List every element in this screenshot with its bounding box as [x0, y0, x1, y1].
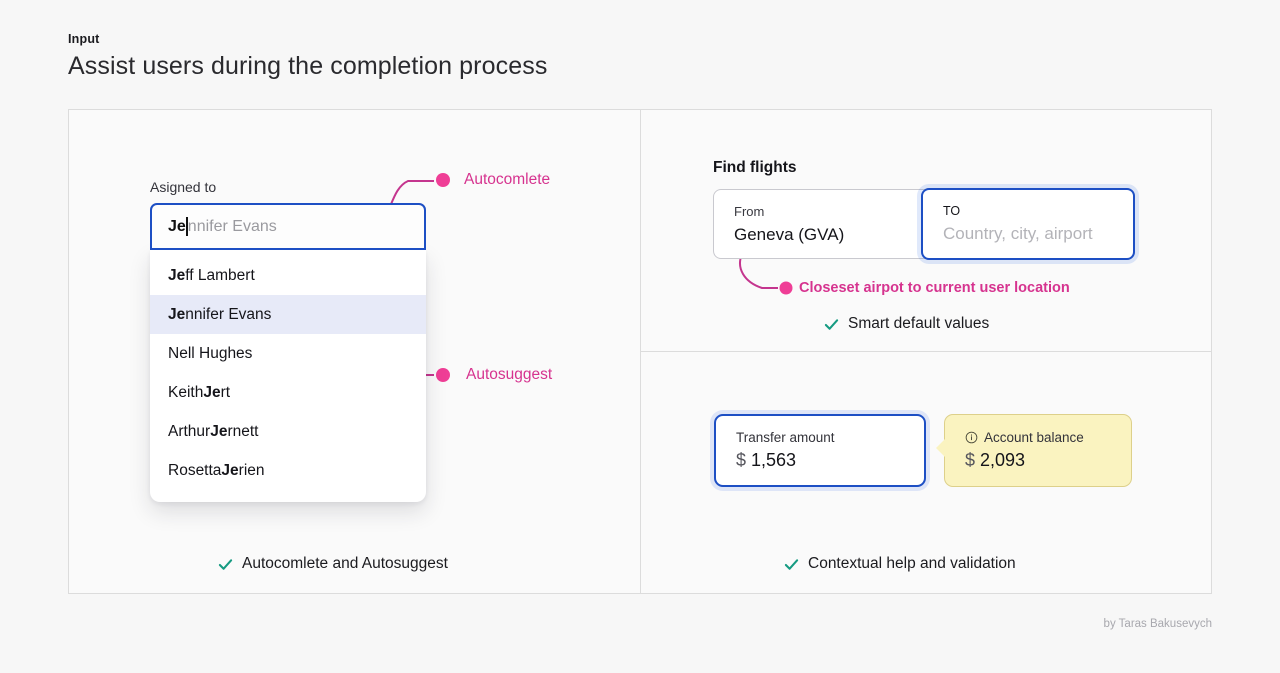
to-label: TO: [943, 204, 961, 218]
check-icon: [824, 317, 839, 332]
smart-defaults-label: Smart default values: [848, 315, 990, 332]
check-icon: [218, 557, 233, 572]
option-rest: Nell Hughes: [168, 344, 253, 362]
page-title: Assist users during the completion proce…: [68, 52, 548, 80]
find-flights-title: Find flights: [713, 159, 797, 176]
right-panel-caption: Contextual help and validation: [784, 555, 1016, 573]
left-caption-label: Autocomlete and Autosuggest: [242, 555, 448, 572]
info-icon: [965, 431, 978, 444]
input-typed-text: Je: [168, 217, 186, 235]
balance-number: 2,093: [980, 450, 1026, 470]
eyebrow-label: Input: [68, 32, 100, 46]
option-suffix: rnett: [227, 422, 259, 440]
from-label: From: [734, 203, 765, 219]
left-panel-caption: Autocomlete and Autosuggest: [218, 555, 448, 573]
account-balance-tooltip: Account balance $2,093: [935, 414, 1132, 487]
transfer-amount-label: Transfer amount: [736, 430, 835, 445]
text-caret: [186, 217, 188, 236]
option-suffix: rt: [220, 383, 231, 401]
annotation-autocomplete: Autocomlete: [464, 171, 551, 188]
annotation-autosuggest: Autosuggest: [466, 366, 553, 383]
currency-symbol: $: [965, 450, 976, 470]
smart-defaults-note: Smart default values: [824, 315, 989, 333]
assigned-to-label: Asigned to: [150, 179, 217, 195]
annotation-closest-airport: Closeset airpot to current user location: [799, 280, 1070, 296]
from-value: Geneva (GVA): [734, 224, 845, 244]
option-match: Je: [203, 383, 221, 401]
account-balance-label-row: Account balance: [965, 430, 1131, 445]
option-prefix: Keith: [168, 383, 204, 401]
amount-number: 1,563: [751, 450, 797, 470]
to-field[interactable]: TO Country, city, airport: [921, 188, 1135, 260]
author-credit: by Taras Bakusevych: [1103, 618, 1212, 630]
page-header: Input Assist users during the completion…: [68, 32, 547, 81]
to-placeholder: Country, city, airport: [943, 224, 1093, 243]
option-rest: nnifer Evans: [185, 305, 272, 323]
option-match: Je: [168, 305, 186, 323]
check-icon: [784, 557, 799, 572]
right-caption-label: Contextual help and validation: [808, 555, 1016, 572]
option-prefix: Arthur: [168, 422, 211, 440]
panel-horizontal-divider: [640, 351, 1212, 352]
account-balance-label: Account balance: [984, 430, 1084, 445]
option-rest: ff Lambert: [185, 266, 255, 284]
currency-symbol: $: [736, 450, 747, 470]
list-item[interactable]: Nell Hughes: [150, 334, 426, 373]
input-ghost-text: nnifer Evans: [187, 217, 277, 235]
option-prefix: Rosetta: [168, 461, 222, 479]
option-match: Je: [210, 422, 228, 440]
option-match: Je: [168, 266, 186, 284]
tooltip-arrow: [935, 438, 945, 458]
transfer-amount-field[interactable]: Transfer amount $1,563: [714, 414, 926, 487]
from-field[interactable]: From Geneva (GVA): [714, 190, 926, 258]
account-balance-value: $2,093: [965, 450, 1131, 471]
transfer-amount-value: $1,563: [736, 450, 924, 471]
option-match: Je: [221, 461, 239, 479]
option-suffix: rien: [238, 461, 265, 479]
